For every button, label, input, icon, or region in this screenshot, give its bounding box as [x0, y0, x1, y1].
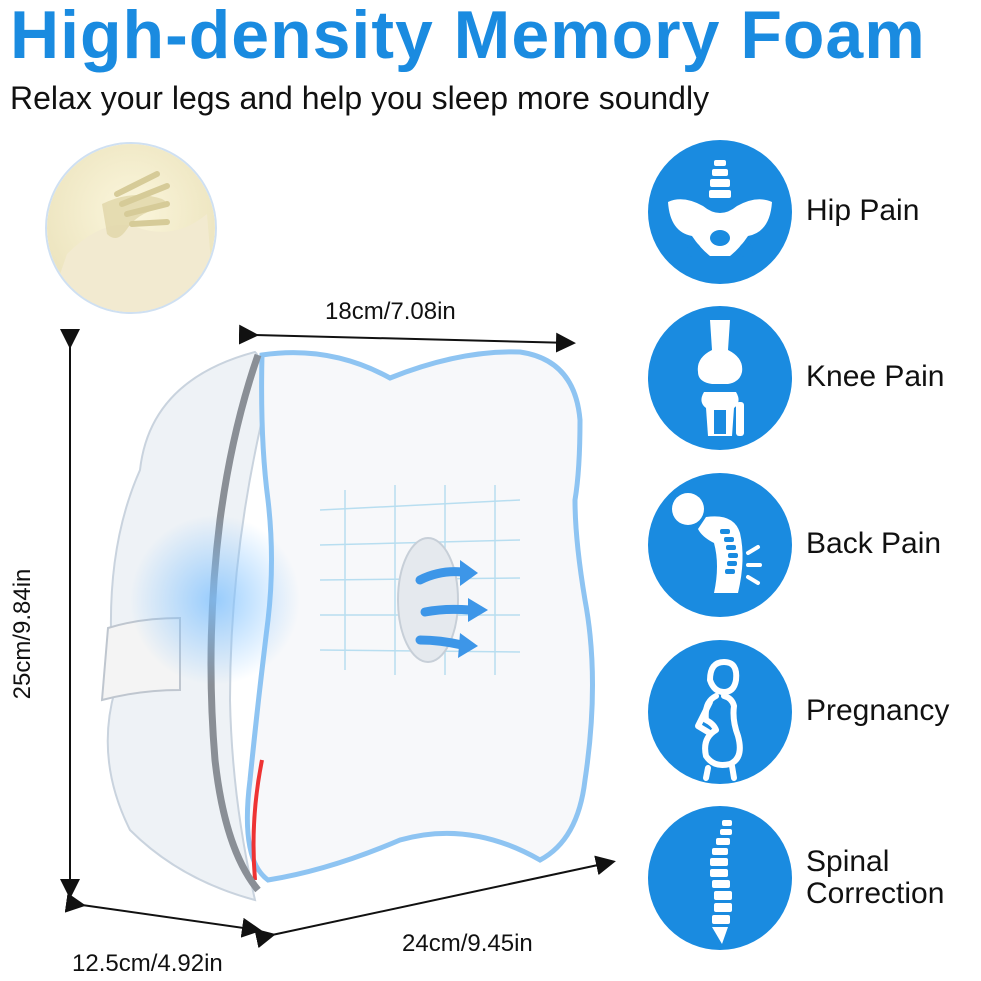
feature-pregnancy: Pregnancy — [648, 640, 978, 790]
spine-icon — [648, 806, 792, 950]
width-dimension-label: 24cm/9.45in — [402, 930, 533, 957]
height-dimension-label: 25cm/9.84in — [9, 568, 36, 700]
pelvis-icon — [648, 140, 792, 284]
knee-joint-icon — [648, 306, 792, 450]
page-subtitle: Relax your legs and help you sleep more … — [10, 80, 710, 116]
feature-label: Hip Pain — [806, 194, 920, 227]
feature-knee-pain: Knee Pain — [648, 306, 978, 456]
feature-label: Knee Pain — [806, 360, 945, 393]
pregnant-woman-icon — [648, 640, 792, 784]
knee-pillow-image — [60, 324, 616, 949]
top-dimension-label: 18cm/7.08in — [325, 298, 456, 325]
feature-label: Back Pain — [806, 527, 942, 560]
feature-spinal-correction: Spinal Correction — [648, 806, 978, 956]
feature-label: Pregnancy — [806, 694, 950, 727]
feature-hip-pain: Hip Pain — [648, 140, 978, 290]
feature-back-pain: Back Pain — [648, 473, 978, 623]
depth-dimension-label: 12.5cm/4.92in — [72, 950, 223, 977]
feature-label: Spinal Correction — [806, 845, 945, 910]
page-title: High-density Memory Foam — [10, 0, 926, 73]
memory-foam-closeup-image — [45, 142, 217, 314]
back-spine-icon — [648, 473, 792, 617]
